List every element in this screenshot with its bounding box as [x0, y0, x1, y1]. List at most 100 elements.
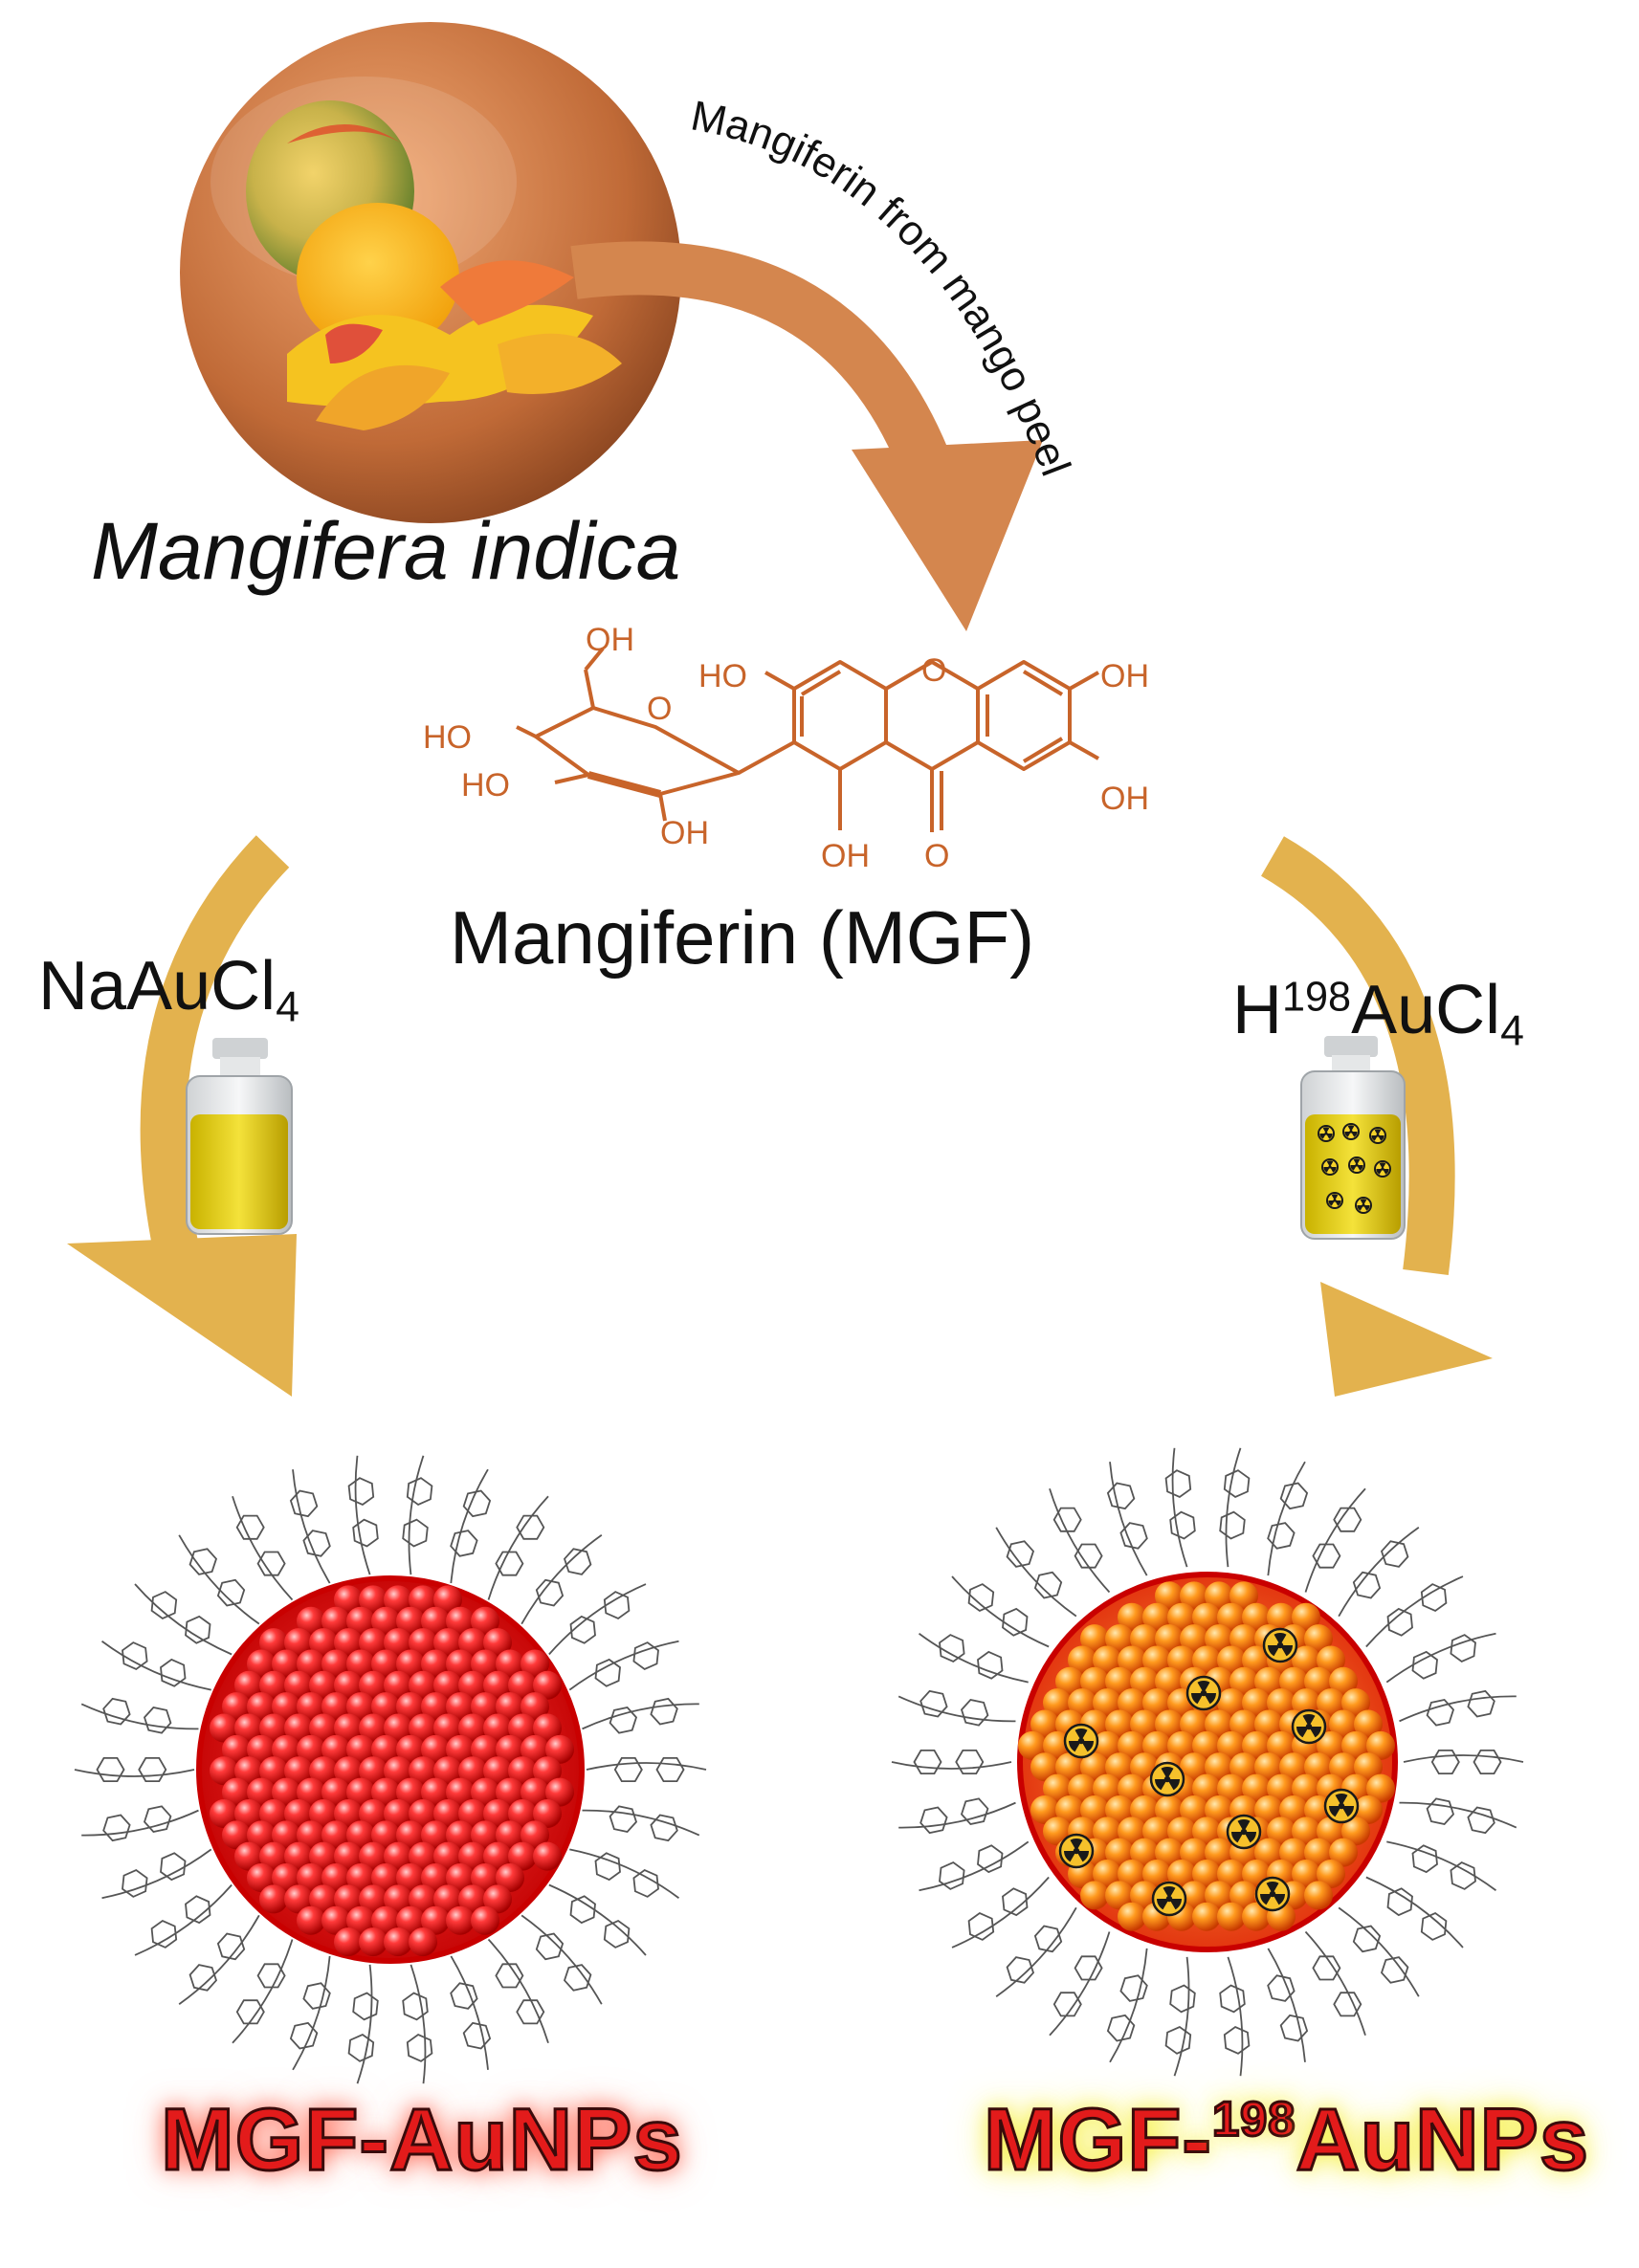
product-right-base: AuNPs	[1295, 2090, 1590, 2191]
ligand-molecule	[101, 1848, 212, 1900]
gold-atom	[433, 1713, 462, 1743]
ligand-molecule	[951, 1575, 1050, 1648]
gold-atom	[433, 1798, 462, 1828]
ligand-ring	[1380, 1956, 1409, 1984]
gold-atom	[1130, 1838, 1159, 1867]
gold-atom	[1080, 1752, 1109, 1782]
atom-label: O	[921, 652, 946, 689]
gold-atom	[520, 1649, 549, 1679]
ligand-ring	[185, 1895, 211, 1925]
ligand-molecule	[354, 1455, 371, 1575]
ligand-ring	[1386, 1607, 1413, 1637]
gold-atom	[384, 1585, 412, 1615]
ligand-molecule	[1399, 1695, 1517, 1723]
ligand-ring	[1467, 1689, 1495, 1718]
ligand-ring	[122, 1868, 148, 1898]
ligand-molecule	[74, 1769, 195, 1777]
gold-atom	[334, 1884, 363, 1914]
ligand-ring	[495, 1963, 524, 1989]
gold-atom	[1155, 1709, 1184, 1739]
gold-atom	[508, 1713, 537, 1743]
gold-atom	[1180, 1881, 1208, 1910]
gold-atom	[384, 1841, 412, 1871]
gold-atom	[421, 1863, 450, 1893]
gold-atom	[371, 1820, 400, 1850]
ligand-ring	[1169, 1510, 1196, 1540]
ligand-ring	[1164, 2025, 1192, 2055]
ligand-ring	[603, 1919, 631, 1949]
gold-atom	[1317, 1645, 1345, 1675]
gold-atom	[371, 1863, 400, 1893]
gold-atom	[210, 1756, 238, 1786]
ligand-molecule	[568, 1640, 679, 1691]
gold-atom	[1205, 1581, 1233, 1611]
gold-atom	[1105, 1709, 1134, 1739]
reagent-right-base: AuCl	[1351, 972, 1501, 1048]
gold-atom	[1105, 1838, 1134, 1867]
gold-atom	[259, 1798, 288, 1828]
product-right-prefix: MGF-	[982, 2090, 1213, 2191]
gold-atom	[1118, 1773, 1146, 1803]
gold-atom	[496, 1863, 524, 1893]
gold-atom	[446, 1777, 475, 1807]
gold-atom	[1155, 1795, 1184, 1824]
ligand-ring	[960, 1797, 989, 1825]
ligand-molecule	[1365, 1876, 1464, 1949]
ligand-ring	[450, 1530, 478, 1557]
gold-atom	[1217, 1645, 1246, 1675]
gold-atom	[458, 1756, 487, 1786]
gold-atom	[520, 1820, 549, 1850]
gold-atom	[1142, 1730, 1171, 1760]
gold-atom	[421, 1820, 450, 1850]
gold-atom	[1329, 1752, 1358, 1782]
ligand-ring	[102, 1697, 131, 1726]
ligand-ring	[1164, 1469, 1192, 1499]
gold-atom	[1055, 1752, 1084, 1782]
ligand-ring	[402, 1518, 429, 1548]
gold-atom	[297, 1692, 325, 1722]
ligand-molecule	[1338, 1906, 1420, 1997]
gold-atom	[1292, 1773, 1320, 1803]
gold-atom	[1205, 1709, 1233, 1739]
ligand-ring	[1267, 1974, 1296, 2002]
ligand-ring	[138, 1757, 167, 1782]
gold-atom	[1068, 1688, 1096, 1718]
gold-atom	[1192, 1645, 1221, 1675]
ligand-ring	[594, 1658, 621, 1687]
ligand-molecule	[356, 1964, 373, 2084]
gold-atom	[359, 1713, 388, 1743]
gold-atom	[1267, 1602, 1296, 1632]
ligand-molecule	[410, 1964, 427, 2084]
gold-atom	[458, 1841, 487, 1871]
gold-atom	[1192, 1860, 1221, 1889]
gold-atom	[1180, 1709, 1208, 1739]
gold-atom	[1229, 1581, 1258, 1611]
ligand-ring	[563, 1548, 592, 1575]
gold-atom	[1180, 1581, 1208, 1611]
ligand-molecule	[450, 1955, 489, 2070]
arrow-mango-to-molecule	[570, 241, 1043, 631]
gold-atom	[284, 1798, 313, 1828]
ligand-molecule	[1338, 1527, 1420, 1618]
gold-atom	[1130, 1795, 1159, 1824]
ligand-molecule	[995, 1527, 1077, 1618]
ligand-ring	[347, 1477, 375, 1507]
ligand-ring	[235, 1999, 265, 2025]
vial-h198aucl4	[1300, 1036, 1406, 1240]
ligand-ring	[919, 1689, 948, 1718]
gold-atom	[533, 1841, 562, 1871]
gold-atom	[1118, 1602, 1146, 1632]
ligand-ring	[955, 1750, 985, 1774]
ligand-molecule	[292, 1955, 331, 2071]
ligand-molecule	[520, 1914, 603, 2005]
gold-atom	[297, 1777, 325, 1807]
gold-atom	[1180, 1624, 1208, 1654]
gold-atom	[458, 1713, 487, 1743]
gold-atom	[533, 1798, 562, 1828]
gold-atom	[309, 1628, 338, 1658]
gold-atom	[471, 1606, 499, 1636]
gold-atom	[309, 1756, 338, 1786]
gold-atom	[1093, 1817, 1121, 1846]
ligand-ring	[1411, 1844, 1438, 1874]
gold-atom	[1279, 1666, 1308, 1696]
